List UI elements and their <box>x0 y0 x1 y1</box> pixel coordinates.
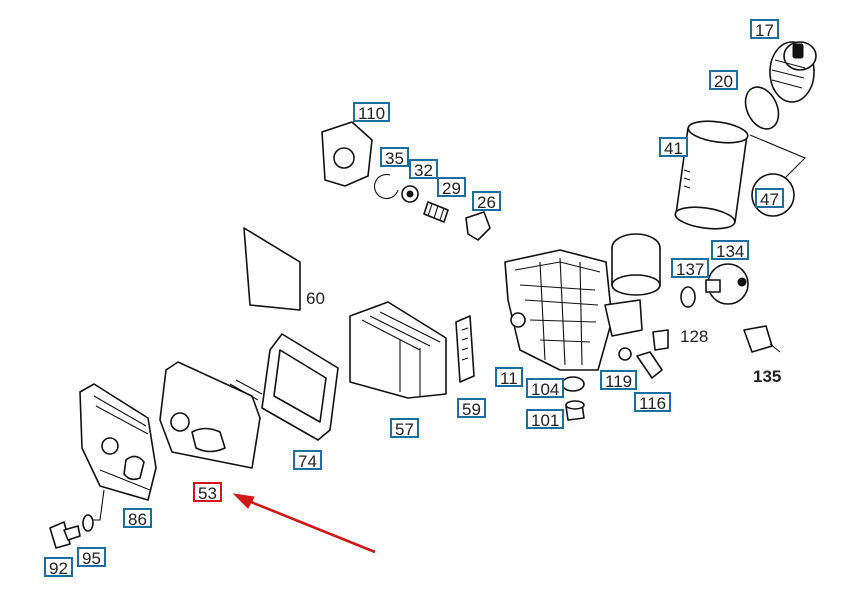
callout-11[interactable]: 11 <box>495 367 523 388</box>
part-110-gasket[interactable] <box>321 121 373 187</box>
label-128: 128 <box>680 327 709 346</box>
callout-86[interactable]: 86 <box>123 508 152 529</box>
part-137-washer[interactable] <box>680 286 696 308</box>
callout-104[interactable]: 104 <box>526 378 565 399</box>
callout-35[interactable]: 35 <box>380 147 409 168</box>
part-59-strainer[interactable] <box>455 315 475 383</box>
highlight-arrow <box>232 493 376 554</box>
part-20-o-ring[interactable] <box>739 82 785 135</box>
part-32-nut[interactable] <box>401 185 419 203</box>
part-128-plug[interactable] <box>652 329 669 351</box>
callout-57[interactable]: 57 <box>390 418 419 439</box>
callout-41[interactable]: 41 <box>659 137 688 158</box>
part-35-circlip[interactable] <box>373 173 399 199</box>
label-135: 135 <box>753 367 782 386</box>
part-60-gasket-sheet[interactable] <box>243 227 301 311</box>
callout-20[interactable]: 20 <box>709 70 738 91</box>
callout-29[interactable]: 29 <box>437 177 466 198</box>
part-119-washer[interactable] <box>618 347 632 361</box>
part-53-cover[interactable] <box>159 361 263 469</box>
part-41-filter-element[interactable] <box>674 118 749 232</box>
callout-53-highlighted[interactable]: 53 <box>193 482 222 503</box>
part-86-oil-pan[interactable] <box>79 383 157 521</box>
callout-47[interactable]: 47 <box>755 188 784 209</box>
callout-116[interactable]: 116 <box>634 392 672 413</box>
part-57-baffle[interactable] <box>349 301 447 399</box>
part-116-screw[interactable] <box>636 351 663 379</box>
part-26-valve[interactable] <box>465 211 491 241</box>
part-134-oil-sensor[interactable] <box>705 263 749 305</box>
part-11-filter-housing[interactable] <box>504 233 661 371</box>
callout-59[interactable]: 59 <box>457 398 486 419</box>
callout-92[interactable]: 92 <box>44 557 73 578</box>
callout-17[interactable]: 17 <box>750 19 779 40</box>
part-29-spring[interactable] <box>423 201 449 223</box>
callout-32[interactable]: 32 <box>409 159 438 180</box>
part-95-washer[interactable] <box>82 514 94 532</box>
part-104-seal-ring[interactable] <box>561 376 585 392</box>
part-17-filter-cap[interactable] <box>769 41 817 103</box>
part-135-switch[interactable] <box>743 325 781 353</box>
callout-95[interactable]: 95 <box>77 547 106 568</box>
part-92-drain-plug[interactable] <box>49 521 81 549</box>
callout-26[interactable]: 26 <box>472 191 501 212</box>
callout-119[interactable]: 119 <box>600 370 638 391</box>
callout-110[interactable]: 110 <box>353 102 391 123</box>
callout-74[interactable]: 74 <box>293 450 322 471</box>
callout-137[interactable]: 137 <box>671 258 710 279</box>
part-74-gasket[interactable] <box>261 333 339 441</box>
callout-134[interactable]: 134 <box>711 240 750 261</box>
part-101-plug[interactable] <box>565 400 585 421</box>
label-60: 60 <box>306 289 325 308</box>
callout-101[interactable]: 101 <box>526 409 565 430</box>
